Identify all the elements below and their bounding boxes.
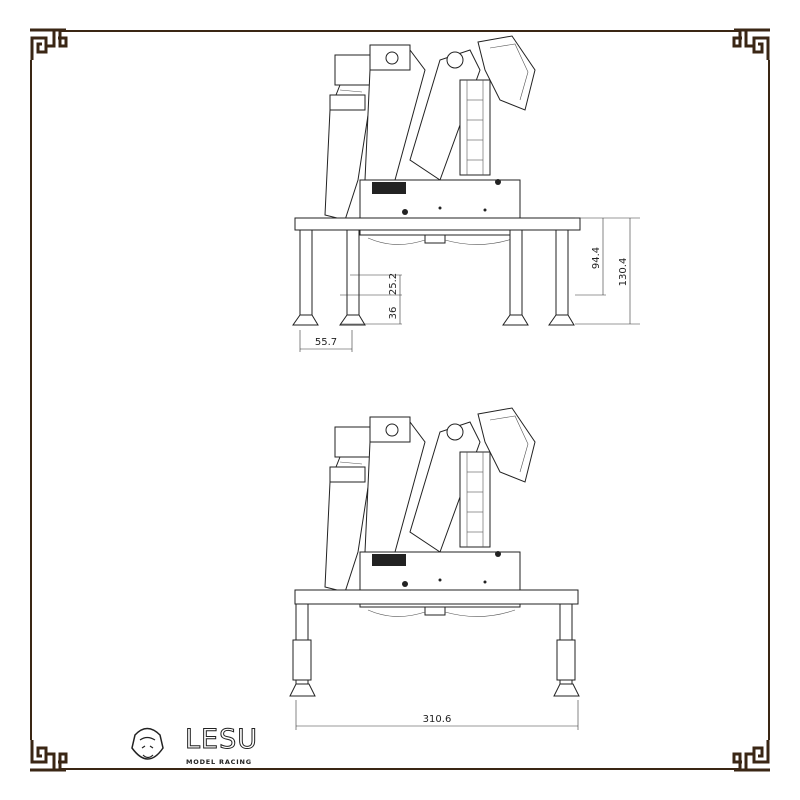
dimension-total-height: 130.4	[618, 258, 629, 287]
corner-ornament-top-right	[732, 28, 772, 62]
crane-drawing-extended: 310.6	[289, 407, 580, 730]
dimension-leg-extension-upper: 25.2	[388, 273, 399, 295]
outrigger-legs	[292, 229, 575, 326]
dimension-lines	[295, 700, 579, 730]
outrigger-legs	[289, 603, 580, 697]
corner-ornament-bottom-right	[732, 738, 772, 772]
corner-ornament-bottom-left	[28, 738, 68, 772]
dimension-lines	[299, 217, 640, 352]
lesu-logo: LESU MODEL RACING	[131, 724, 258, 766]
crane-drawing-retracted: 55.7 25.2 36 94.4 130.4	[292, 35, 640, 352]
outrigger-beam	[294, 217, 581, 231]
logo-brand: LESU	[185, 724, 258, 755]
outrigger-beam	[294, 589, 579, 605]
dimension-foot-offset: 55.7	[315, 337, 337, 348]
dimension-beam-to-ground: 94.4	[591, 247, 602, 269]
decorative-frame	[28, 28, 772, 772]
corner-ornament-top-left	[28, 28, 68, 62]
dimension-outrigger-span: 310.6	[423, 714, 452, 725]
lion-head-icon	[131, 727, 164, 760]
crane-body	[324, 407, 536, 618]
dimension-leg-extension-lower: 36	[388, 307, 399, 320]
crane-body	[324, 35, 536, 246]
logo-tagline: MODEL RACING	[186, 758, 252, 766]
